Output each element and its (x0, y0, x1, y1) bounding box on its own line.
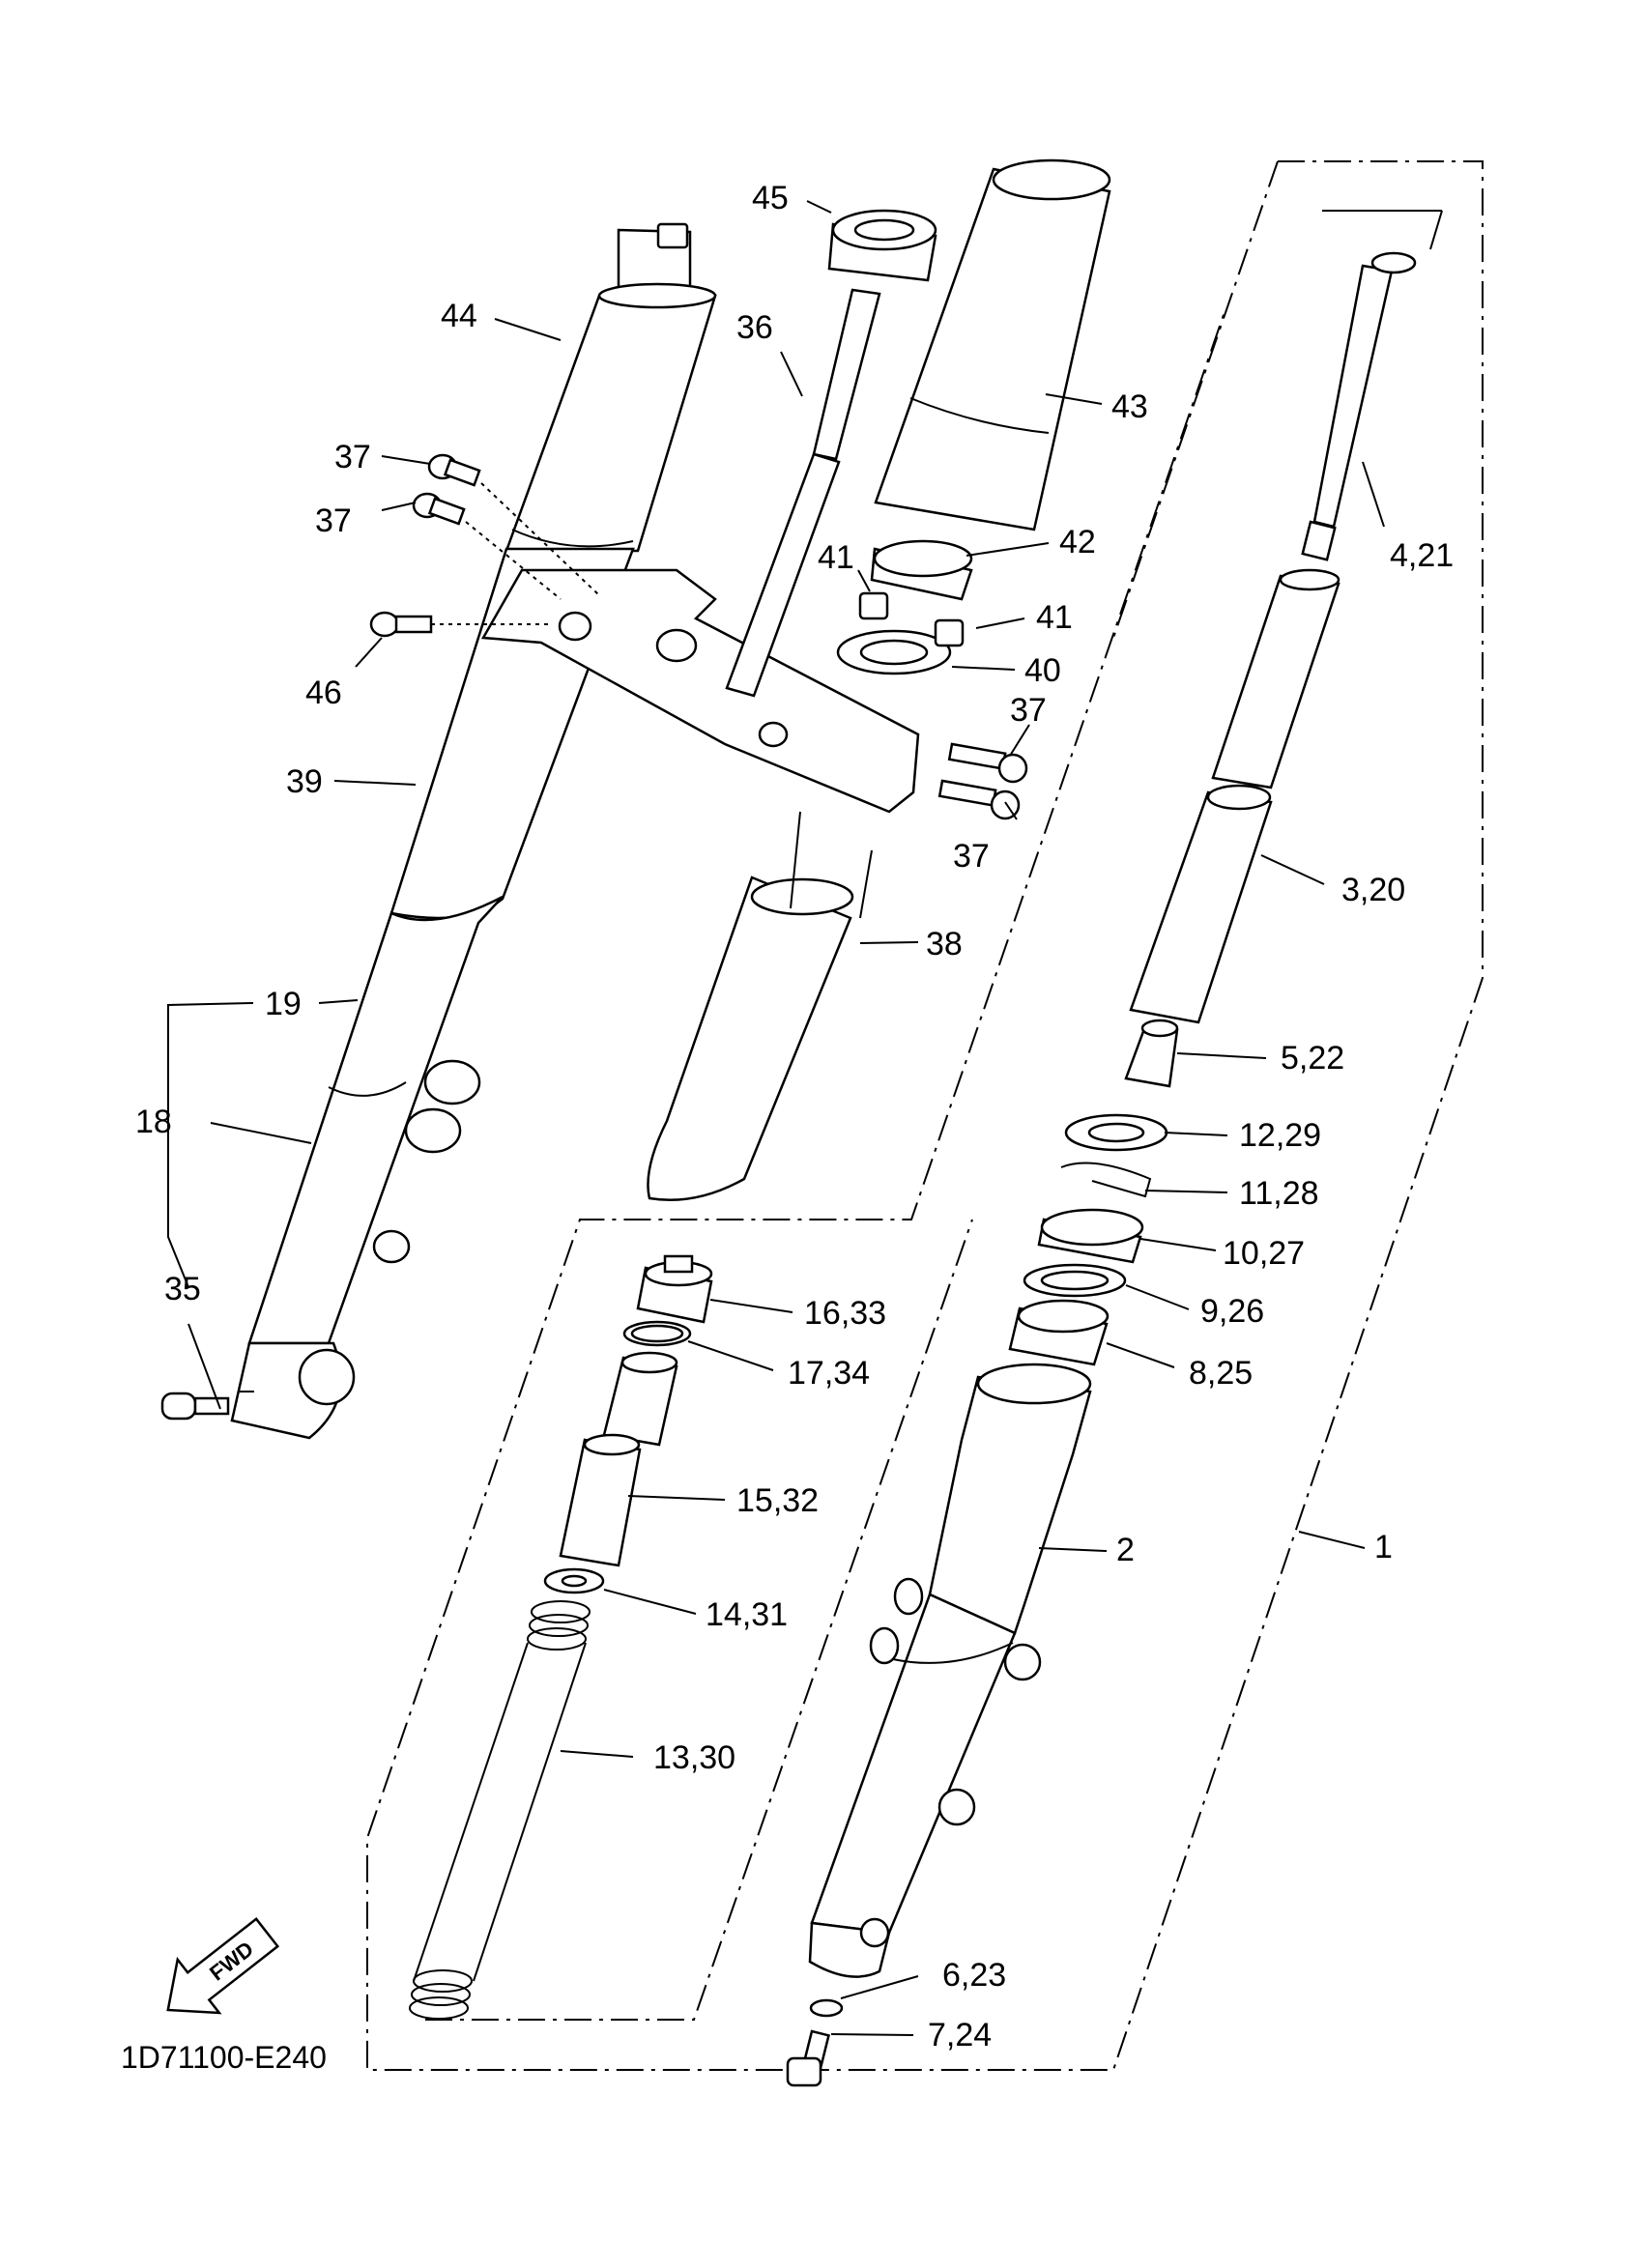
callout-46: 46 (305, 675, 342, 711)
callout-3-20: 3,20 (1341, 872, 1405, 908)
steering-stem-36 (725, 288, 881, 698)
fwd-arrow-icon: FWD (166, 1917, 280, 2015)
callout-5-22: 5,22 (1281, 1040, 1344, 1077)
bolts-37-right (937, 742, 1028, 820)
seat-5-22 (1124, 1019, 1179, 1088)
callout-11-28: 11,28 (1239, 1175, 1319, 1212)
bearing-45 (827, 209, 937, 282)
bolt-46 (369, 611, 551, 638)
washer-6-23 (809, 1998, 844, 2018)
bushing-8-25 (1008, 1299, 1110, 1366)
callout-15-32: 15,32 (736, 1482, 819, 1519)
callout-6-23: 6,23 (942, 1957, 1006, 1994)
callout-4-21: 4,21 (1390, 537, 1454, 574)
outer-tube-2 (808, 1363, 1092, 1978)
callout-37-upper-b: 37 (315, 502, 352, 539)
damper-rod-4-21 (1301, 251, 1417, 561)
callout-38: 38 (926, 926, 963, 962)
callout-41-b: 41 (1036, 599, 1073, 636)
callout-14-31: 14,31 (706, 1596, 788, 1633)
callout-45: 45 (752, 180, 789, 216)
callout-13-30: 13,30 (653, 1739, 735, 1776)
callout-44: 44 (441, 298, 477, 334)
callout-18: 18 (135, 1104, 172, 1140)
oil-seal-10-27 (1037, 1208, 1144, 1264)
dust-seal-12-29 (1064, 1113, 1168, 1152)
spring-13-30 (409, 1600, 591, 2020)
callout-39: 39 (286, 763, 323, 800)
spring-3-20 (1129, 784, 1273, 1024)
callout-17-34: 17,34 (788, 1355, 870, 1392)
callout-35: 35 (164, 1271, 201, 1307)
callout-9-26: 9,26 (1200, 1293, 1264, 1330)
callout-labels: 1 2 3,20 4,21 5,22 6,23 7,24 8,25 9,26 1… (135, 180, 1454, 2053)
cap-bolt-16-33 (636, 1254, 713, 1324)
fork-cover-38 (647, 811, 873, 1201)
washer-40 (836, 629, 952, 675)
callout-2: 2 (1116, 1532, 1135, 1568)
bolt-7-24 (786, 2029, 830, 2087)
bolts-37-upper-left (412, 453, 600, 600)
callout-37-upper-a: 37 (334, 439, 371, 475)
callout-43: 43 (1111, 388, 1148, 425)
callout-19: 19 (265, 986, 302, 1022)
nuts-41 (858, 591, 965, 647)
ring-nut-42 (870, 539, 973, 601)
cover-43 (874, 158, 1111, 531)
clip-11-28 (1060, 1162, 1152, 1198)
callout-8-25: 8,25 (1189, 1355, 1253, 1392)
leader-lines (167, 200, 1443, 2036)
callout-37-right-b: 37 (953, 838, 990, 875)
o-ring-17-34 (622, 1320, 692, 1347)
triple-clamp-bracket (480, 568, 920, 814)
collar-15-32 (559, 1351, 678, 1567)
callout-41-a: 41 (818, 539, 854, 576)
callout-36: 36 (736, 309, 773, 346)
callout-7-24: 7,24 (928, 2017, 992, 2053)
callout-16-33: 16,33 (804, 1295, 886, 1332)
assembly-outline (366, 160, 1484, 2071)
callout-37-right-a: 37 (1010, 692, 1047, 729)
callout-42: 42 (1059, 524, 1096, 560)
bolt-35 (160, 1392, 230, 1421)
callout-10-27: 10,27 (1223, 1235, 1305, 1272)
spacer-tube (1211, 568, 1340, 789)
diagram-code: 1D71100-E240 (121, 2040, 327, 2075)
callout-1: 1 (1374, 1529, 1393, 1565)
callout-40: 40 (1024, 652, 1061, 689)
washer-9-26 (1023, 1263, 1127, 1298)
callout-12-29: 12,29 (1239, 1117, 1321, 1154)
left-fork-outer-tube (230, 222, 717, 1440)
washer-14-31 (543, 1567, 605, 1594)
